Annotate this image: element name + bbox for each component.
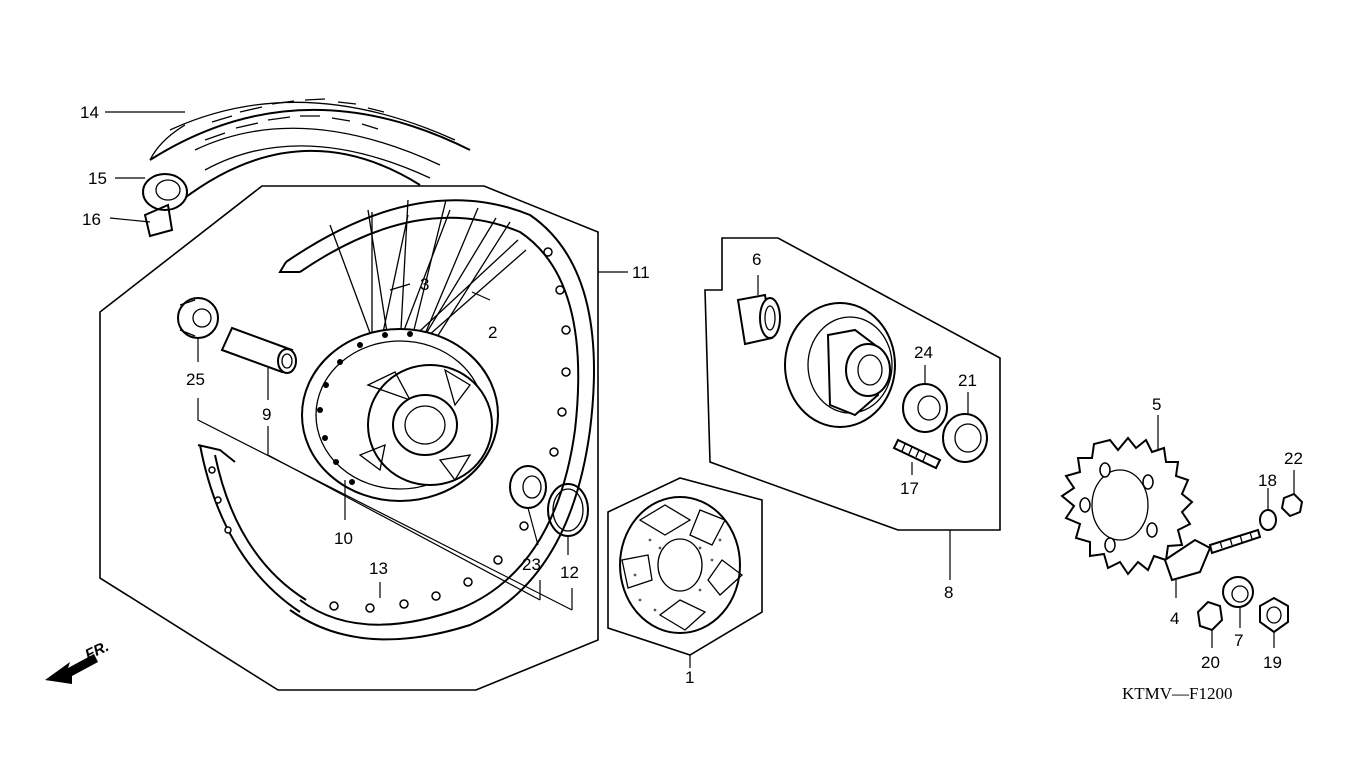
rim	[197, 199, 595, 641]
callout-24: 24	[914, 343, 933, 362]
front-direction-arrow: FR.	[45, 638, 112, 684]
collar-7	[1222, 576, 1254, 608]
direction-label: FR.	[83, 638, 112, 664]
damper-rubber	[619, 496, 744, 634]
distance-collar	[220, 326, 297, 374]
rim-band	[143, 203, 174, 238]
callout-19: 19	[1263, 653, 1282, 672]
callout-7: 7	[1234, 631, 1243, 650]
bearing-left	[177, 297, 219, 339]
nut-22	[1280, 492, 1304, 518]
spokes	[329, 199, 527, 386]
callout-2: 2	[488, 323, 497, 342]
callout-4: 4	[1170, 609, 1179, 628]
callout-14: 14	[80, 103, 99, 122]
callout-15: 15	[88, 169, 107, 188]
callout-23: 23	[522, 555, 541, 574]
callout-10: 10	[334, 529, 353, 548]
tire	[149, 98, 471, 201]
callout-13: 13	[369, 559, 388, 578]
stud-bolt	[892, 438, 942, 470]
chain-adjuster	[1163, 528, 1262, 582]
callout-22: 22	[1284, 449, 1303, 468]
callout-8: 8	[944, 583, 953, 602]
nut-20	[1196, 600, 1224, 632]
callout-20: 20	[1201, 653, 1220, 672]
driven-sprocket	[1060, 436, 1194, 576]
callout-1: 1	[685, 668, 694, 687]
wheel-hub	[301, 328, 499, 502]
callout-labels: 14 15 16 11 3 2 25 9 10 23 12 13 1 6 24 …	[80, 103, 1303, 687]
callout-17: 17	[900, 479, 919, 498]
callout-9: 9	[262, 405, 271, 424]
callout-12: 12	[560, 563, 579, 582]
callout-11: 11	[632, 263, 650, 282]
axle-nut	[1259, 596, 1289, 634]
tube	[142, 173, 188, 211]
oil-seal	[942, 413, 988, 463]
callout-18: 18	[1258, 471, 1277, 490]
callout-3: 3	[420, 275, 429, 294]
collar-6	[736, 293, 781, 346]
callout-21: 21	[958, 371, 977, 390]
leader-lines	[105, 111, 1295, 668]
washer	[1259, 509, 1277, 531]
callout-5: 5	[1152, 395, 1161, 414]
diagram-code: KTMV—F1200	[1122, 684, 1233, 703]
damper-group-outline	[607, 477, 763, 656]
bearing-right	[509, 465, 547, 509]
flange-assembly-outline	[704, 237, 1001, 531]
bearing-24	[902, 383, 948, 433]
wheel-assembly-outline	[99, 185, 599, 691]
callout-16: 16	[82, 210, 101, 229]
callout-6: 6	[752, 250, 761, 269]
sprocket-flange	[784, 302, 896, 428]
callout-25: 25	[186, 370, 205, 389]
